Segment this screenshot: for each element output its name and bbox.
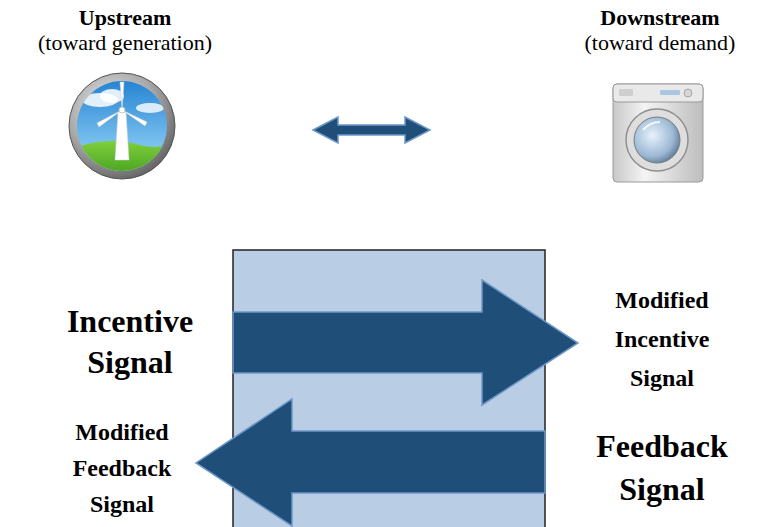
- region-subheading: (toward demand): [585, 30, 736, 56]
- incentive-arrow: [233, 280, 578, 405]
- turbine-tower: [115, 112, 129, 160]
- turbine-blade: [97, 110, 122, 127]
- washer-door-ring: [626, 109, 688, 171]
- region-heading: Downstream: [600, 5, 719, 31]
- cloud: [136, 103, 164, 113]
- region-subheading: (toward generation): [38, 30, 212, 56]
- signal-label: Feedback Signal: [596, 425, 728, 511]
- washer-knob: [684, 89, 692, 97]
- signal-label: Modified Feedback Signal: [73, 414, 172, 522]
- sky: [70, 75, 174, 179]
- signal-label: Incentive Signal: [67, 301, 193, 383]
- washer-body: [613, 84, 703, 182]
- turbine-blade: [122, 110, 147, 126]
- signal-label: Modified Incentive Signal: [615, 281, 710, 398]
- washer-door-glass: [634, 117, 680, 163]
- turbine-hub: [119, 107, 125, 113]
- feedback-arrow: [196, 399, 545, 526]
- turbine-blade: [120, 82, 124, 110]
- washer-display: [660, 90, 680, 95]
- glass-glint: [643, 122, 660, 130]
- region-heading: Upstream: [79, 5, 171, 31]
- washer-drawer: [619, 89, 633, 96]
- wind-turbine-icon: [69, 73, 175, 180]
- washer-panel: [613, 84, 703, 102]
- icon-ring: [69, 73, 175, 179]
- washing-machine-icon: [613, 84, 703, 182]
- bidirectional-arrow: [313, 117, 430, 143]
- icon-scene: [70, 75, 174, 180]
